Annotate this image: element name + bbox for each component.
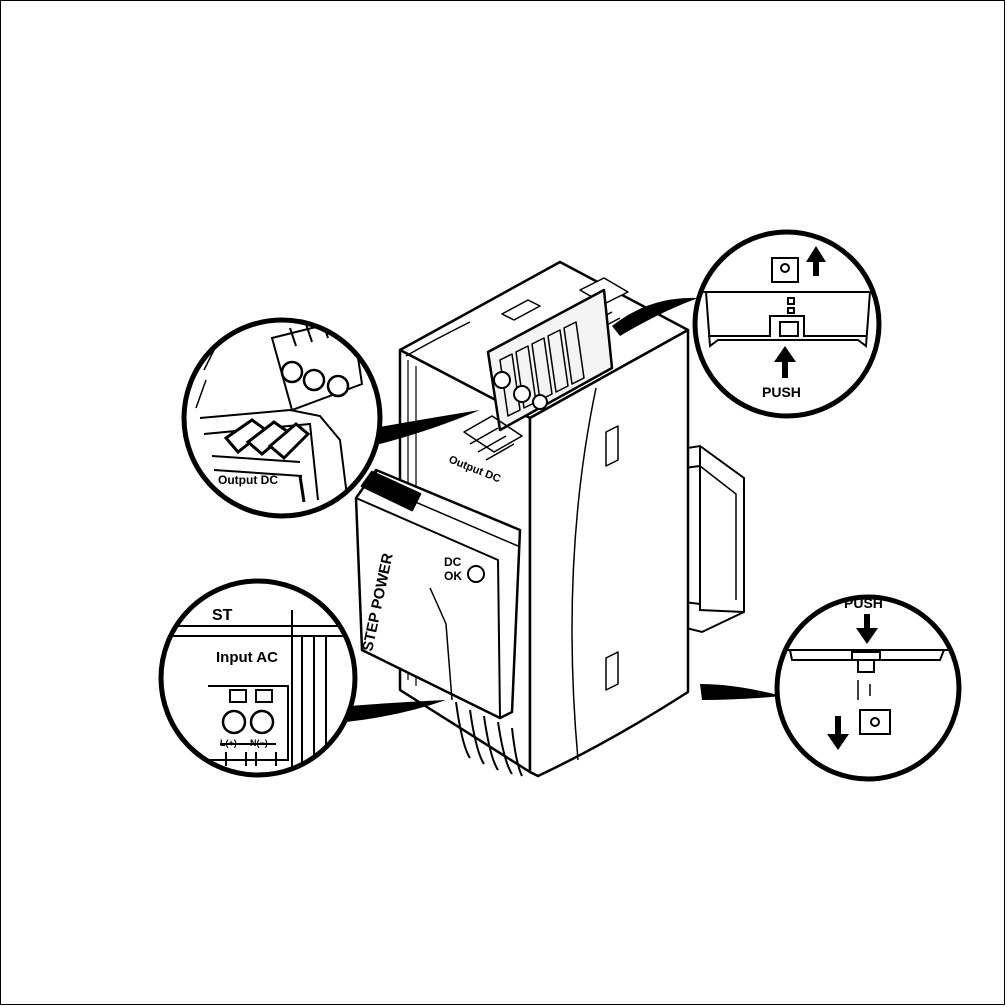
front-cover	[354, 468, 522, 720]
dc-label: DC	[444, 555, 462, 569]
callout-top-edge-text: ST	[212, 607, 233, 624]
push-top-label: PUSH	[762, 384, 801, 400]
output-dc-callout-label: Output DC	[218, 473, 278, 487]
terminal-l-label: L(+)	[220, 738, 237, 748]
push-down-arrow-icon	[856, 614, 878, 644]
dc-ok-indicator: DC OK	[444, 555, 462, 583]
input-ac-label: Input AC	[216, 649, 278, 666]
callout-push-release-down: PUSH	[774, 594, 962, 782]
arrow-up-icon	[806, 246, 826, 276]
push-up-arrow-icon	[774, 346, 796, 378]
arrow-down-icon	[827, 716, 849, 750]
terminal-n-label: N(−)	[250, 738, 268, 748]
ok-label: OK	[444, 569, 462, 583]
callout-input-ac: ST Input AC L(+) N(−)	[158, 578, 358, 778]
callout-output-dc: Output DC	[181, 317, 383, 519]
callout-pointers	[346, 297, 782, 722]
callout-push-release-up: PUSH	[692, 229, 882, 419]
